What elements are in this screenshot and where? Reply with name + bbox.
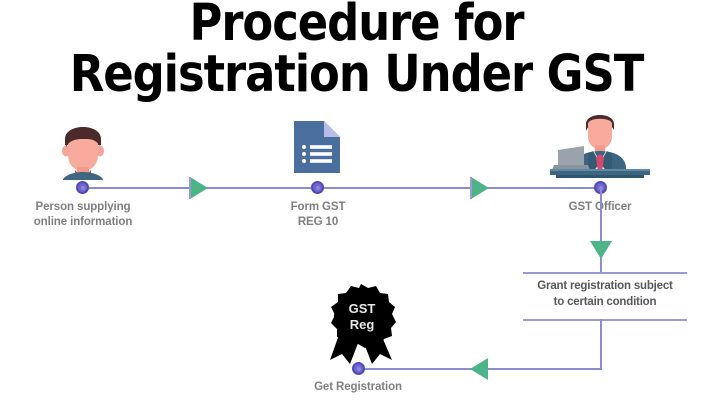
grant-box-top-rule — [523, 272, 687, 274]
node-form-gst-reg-10[interactable] — [311, 181, 324, 194]
step-label-gst-officer: GST Officer — [568, 201, 632, 213]
timeline-main-line — [82, 187, 602, 189]
badge-text-line-1: GST — [349, 301, 376, 316]
page-title: Procedure for Registration Under GST — [69, 0, 645, 104]
step-label-form-gst-reg-10: Form GST REG 10 — [290, 201, 346, 228]
arrow-form-to-officer-icon — [470, 177, 489, 199]
officer-desk-icon — [548, 110, 652, 178]
grant-registration-label: Grant registration subject to certain co… — [537, 280, 673, 308]
node-person-supplying[interactable] — [76, 181, 89, 194]
person-avatar-icon — [52, 115, 114, 180]
document-list-icon — [290, 119, 344, 175]
gst-reg-badge-icon: GST Reg — [318, 282, 404, 366]
connector-grant-to-result — [600, 319, 602, 370]
badge-text-line-2: Reg — [350, 317, 375, 332]
arrow-officer-to-grant-icon — [590, 241, 612, 259]
arrow-person-to-form-icon — [189, 177, 208, 199]
connector-officer-to-grant — [600, 187, 602, 273]
step-label-person-supplying: Person supplying online information — [33, 201, 133, 228]
grant-box-bottom-rule — [523, 319, 687, 321]
result-label-get-registration: Get Registration — [314, 381, 402, 393]
arrow-grant-to-result-icon — [470, 358, 488, 380]
node-get-registration[interactable] — [352, 362, 365, 375]
